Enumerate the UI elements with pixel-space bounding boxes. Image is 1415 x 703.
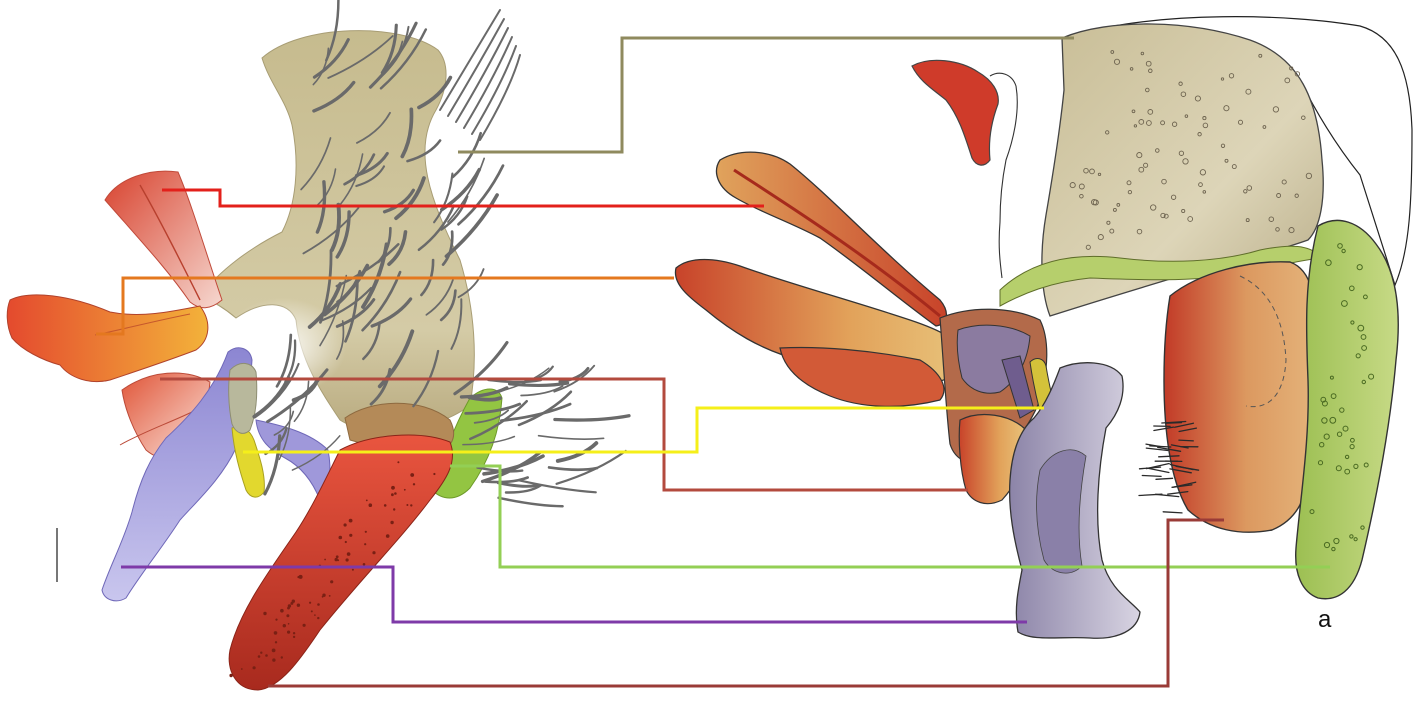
clasper-dot	[364, 543, 366, 545]
clasper-dot	[393, 508, 395, 510]
clasper-dot	[369, 503, 373, 507]
clasper-dot	[241, 668, 243, 670]
clasper-dot	[345, 541, 347, 543]
lobe-bristle	[1142, 476, 1161, 477]
clasper-dot	[390, 521, 393, 524]
bristle	[557, 451, 626, 484]
clasper-dot	[265, 654, 268, 657]
clasper-dot	[324, 559, 326, 561]
clasper-dot	[299, 575, 303, 579]
left-yellow-sclerite	[232, 427, 264, 497]
clasper-dot	[263, 612, 266, 615]
bristle	[499, 498, 563, 506]
clasper-dot	[297, 604, 300, 607]
clasper-dot	[330, 580, 333, 583]
clasper-dot	[339, 536, 343, 540]
clasper-dot	[293, 636, 295, 638]
clasper-dot	[347, 552, 351, 556]
bristle	[453, 133, 481, 177]
bristle	[480, 55, 520, 140]
clasper-dot	[309, 602, 311, 604]
clasper-dot	[229, 674, 232, 677]
clasper-dot	[317, 617, 319, 619]
bristle	[446, 195, 497, 256]
clasper-dot	[314, 614, 316, 616]
clasper-dot	[280, 609, 284, 613]
panel-label: a	[1318, 606, 1331, 634]
clasper-dot	[317, 603, 320, 606]
clasper-dot	[413, 483, 415, 485]
clasper-dot	[346, 558, 349, 561]
left-orange-lobe	[7, 295, 208, 382]
clasper-dot	[253, 666, 256, 669]
clasper-dot	[260, 652, 262, 654]
bristle	[539, 436, 604, 440]
bristle	[456, 28, 508, 122]
clasper-dot	[274, 631, 278, 635]
clasper-dot	[349, 519, 353, 523]
clasper-dot	[366, 500, 368, 502]
clasper-dot	[372, 551, 375, 554]
clasper-dot	[394, 492, 397, 495]
bristle	[555, 416, 629, 420]
clasper-dot	[406, 504, 408, 506]
bristle	[510, 383, 568, 385]
clasper-dot	[404, 489, 406, 491]
clasper-dot	[336, 555, 339, 558]
clasper-dot	[287, 631, 290, 634]
clasper-dot	[344, 523, 347, 526]
clasper-dot	[410, 504, 412, 506]
clasper-dot	[329, 595, 331, 597]
clasper-dot	[410, 473, 414, 477]
clasper-dot	[288, 604, 291, 607]
clasper-dot	[293, 632, 295, 634]
clasper-dot	[272, 658, 275, 661]
bristle	[549, 467, 597, 469]
clasper-dot	[433, 473, 435, 475]
right-illustration	[675, 17, 1412, 639]
clasper-dot	[397, 461, 399, 463]
clasper-dot	[391, 493, 394, 496]
clasper-dot	[303, 624, 306, 627]
clasper-dot	[363, 563, 366, 566]
bristle	[448, 19, 504, 116]
lobe-bristle	[1163, 512, 1182, 513]
clasper-dot	[288, 623, 290, 625]
clasper-dot	[275, 641, 277, 643]
clasper-dot	[292, 600, 295, 603]
clasper-dot	[286, 614, 289, 617]
right-green-lobe	[1296, 220, 1399, 598]
clasper-dot	[352, 569, 354, 571]
clasper-dot	[391, 486, 395, 490]
clasper-dot	[386, 534, 390, 538]
clasper-dot	[281, 656, 283, 658]
clasper-dot	[322, 594, 325, 597]
clasper-dot	[283, 624, 286, 627]
left-schematic	[7, 0, 629, 690]
clasper-dot	[311, 610, 313, 612]
clasper-dot	[384, 504, 387, 507]
lobe-bristle	[1147, 468, 1169, 473]
bristle	[442, 170, 480, 210]
clasper-dot	[335, 558, 338, 561]
lobe-bristle	[1139, 494, 1162, 495]
bristle	[464, 37, 512, 128]
clasper-dot	[349, 534, 352, 537]
clasper-dot	[258, 655, 261, 658]
lobe-bristle	[1156, 478, 1173, 479]
clasper-dot	[275, 619, 277, 621]
right-red-apodeme	[912, 60, 998, 165]
clasper-dot	[365, 531, 367, 533]
clasper-dot	[272, 649, 276, 653]
bristle	[472, 46, 516, 134]
lobe-bristle	[1179, 440, 1193, 441]
